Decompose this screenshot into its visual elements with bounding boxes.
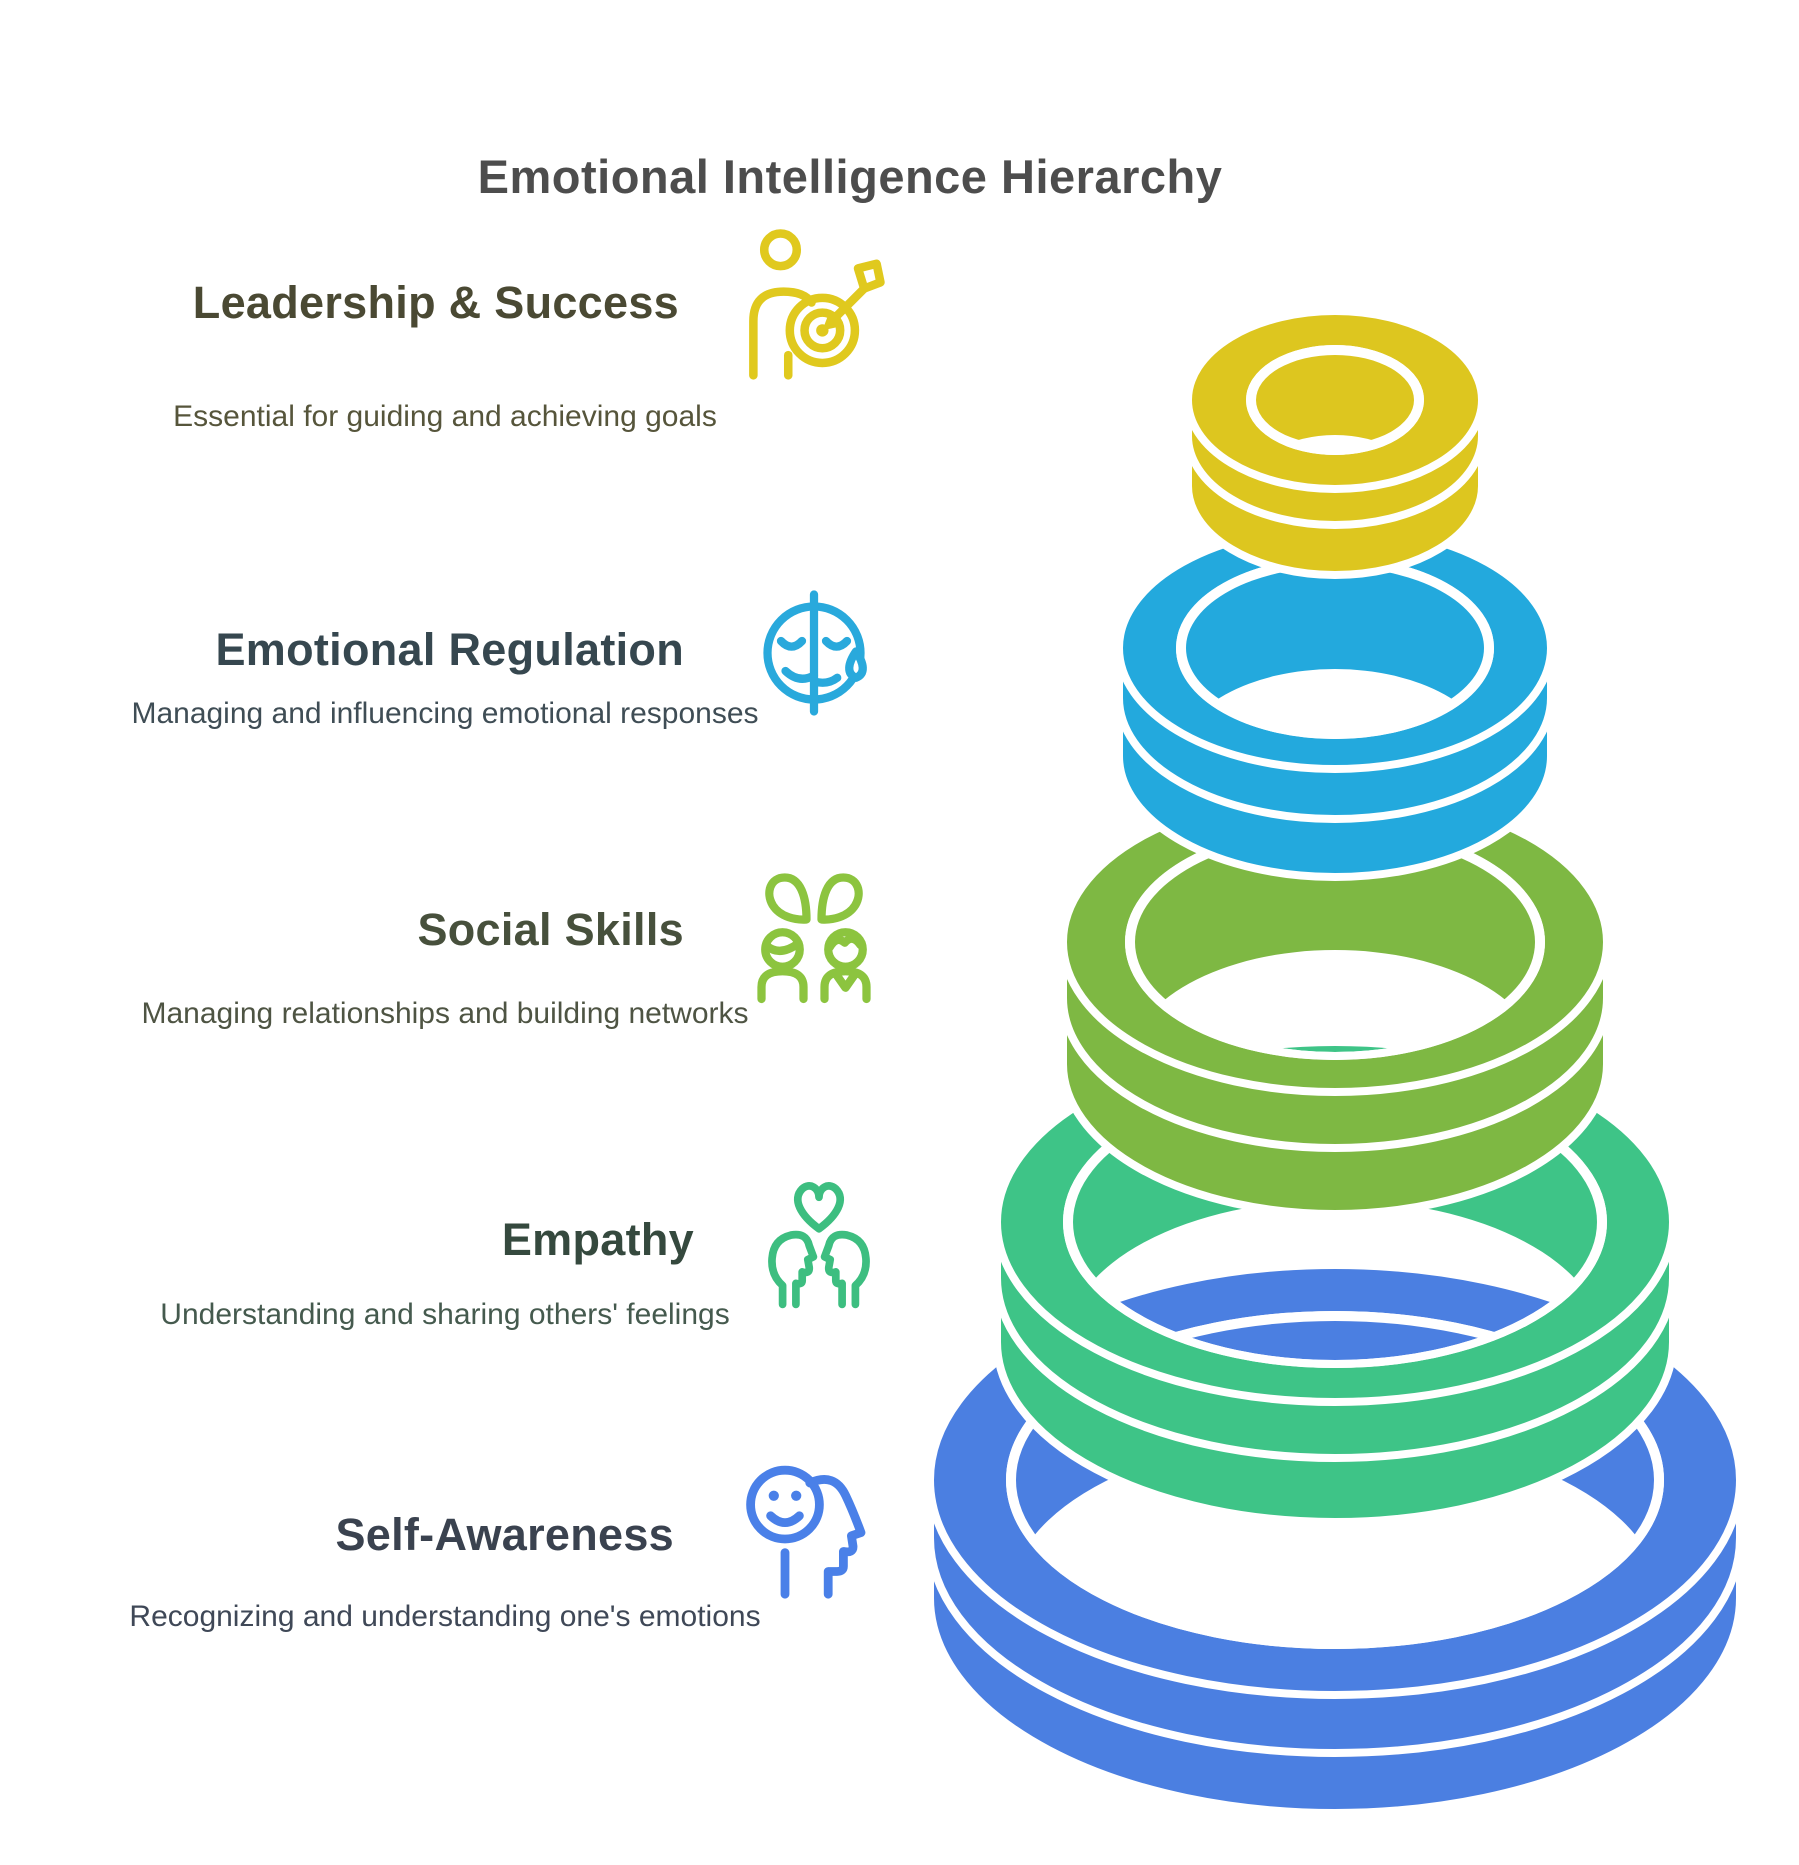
- level-row-leadership: Leadership & Success: [193, 225, 889, 380]
- ring-emotional-regulation: [1115, 523, 1555, 881]
- level-description: Essential for guiding and achieving goal…: [173, 400, 717, 433]
- level-description: Understanding and sharing others' feelin…: [160, 1298, 730, 1331]
- level-title: Self-Awareness: [335, 1509, 674, 1560]
- person-target-icon: [749, 229, 885, 380]
- split-face-tear-icon: [763, 590, 867, 716]
- page-title: Emotional Intelligence Hierarchy: [477, 150, 1223, 204]
- level-title: Empathy: [501, 1214, 694, 1265]
- level-row-empathy: Empathy: [502, 1170, 889, 1310]
- two-people-leaves-icon: [757, 873, 871, 1004]
- level-title: Social Skills: [417, 904, 684, 955]
- level-row-social-skills: Social Skills: [417, 855, 889, 1005]
- level-description: Recognizing and understanding one's emot…: [129, 1600, 761, 1633]
- ring-social-skills: [1059, 788, 1611, 1218]
- ring-leadership: [1184, 307, 1486, 579]
- level-description: Managing and influencing emotional respo…: [131, 697, 759, 730]
- level-row-self-awareness: Self-Awareness: [335, 1455, 889, 1615]
- level-title: Leadership & Success: [192, 276, 679, 328]
- smiley-profile-icon: [746, 1465, 866, 1599]
- heart-two-profiles-icon: [768, 1182, 870, 1309]
- level-title: Emotional Regulation: [215, 624, 684, 675]
- level-description: Managing relationships and building netw…: [141, 997, 749, 1030]
- level-row-emotional-regulation: Emotional Regulation: [215, 575, 889, 725]
